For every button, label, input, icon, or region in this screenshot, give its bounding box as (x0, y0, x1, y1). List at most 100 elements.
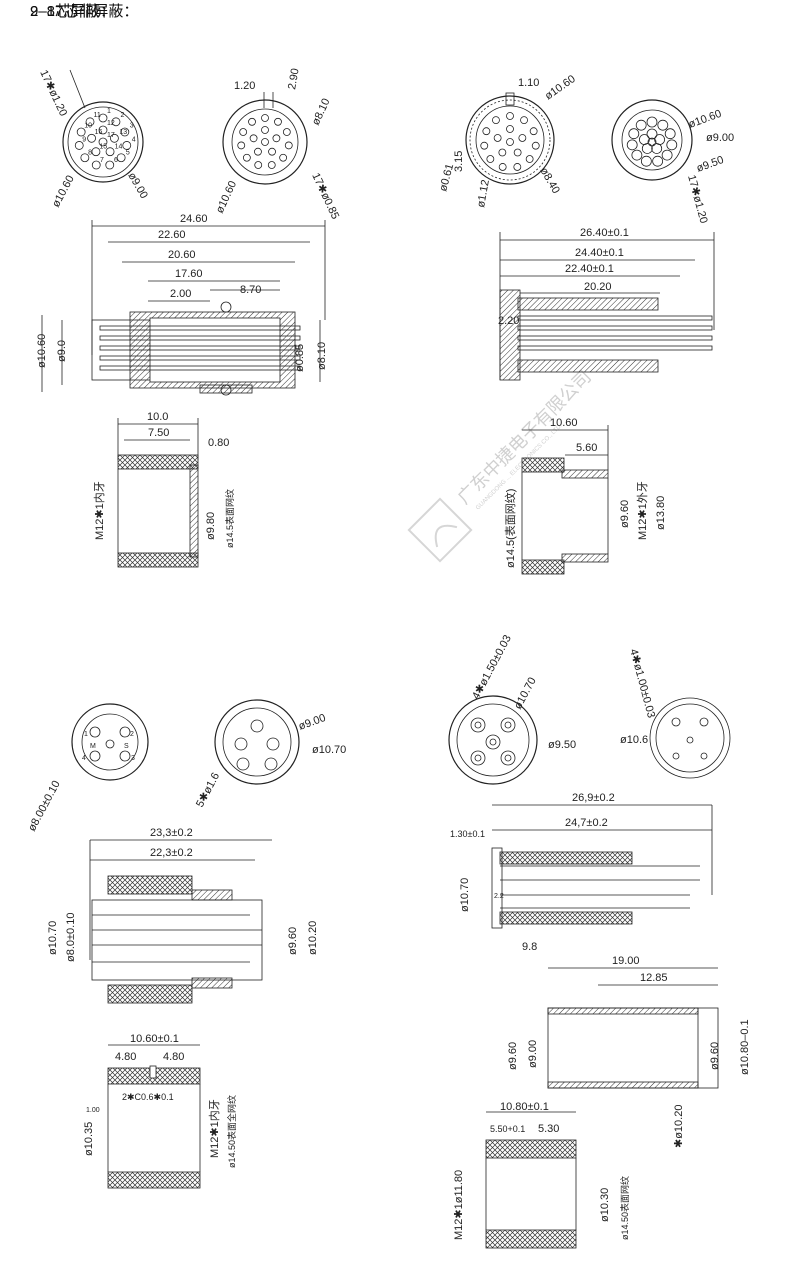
s2an-d1: 1.00 (86, 1107, 100, 1114)
pin-number: 1 (107, 108, 111, 115)
s1bn-l1: 10.60 (550, 417, 578, 429)
s1an-od: ø14.5表面网纹 (224, 489, 235, 548)
s2as-d3: ø9.60 (287, 927, 299, 955)
pin-hole (631, 149, 643, 161)
pin-hole (98, 113, 108, 123)
s2as-d2: ø8.0±0.10 (65, 913, 77, 962)
s2a-lbl-s: S (124, 743, 129, 750)
s2bs-pin: 2.2 (494, 893, 504, 900)
pin-number: 9 (82, 137, 86, 144)
pin-hole (261, 138, 269, 146)
s2-sleeve: 19.00 12.85 ø9.60 ø9.00 ø9.60 ø10.80–0.1… (507, 955, 751, 1148)
s1b-pcd: ø8.10 (310, 97, 333, 128)
s1c-d6: ø8.40 (537, 166, 561, 196)
s1an-len: 10.0 (147, 411, 168, 423)
pin-hole (518, 134, 527, 142)
pin-hole (272, 134, 281, 143)
s2an-w1: 4.80 (115, 1051, 136, 1063)
s2d-d1: ø10.6 (620, 734, 648, 746)
s2-side-view-b: 26,9±0.2 24,7±0.2 1.30±0.1 2.2 ø10.70 9.… (450, 792, 713, 953)
s1a-pcd: ø9.00 (125, 171, 149, 201)
s2-nut-b: 10.80±0.1 5.50+0.1 5.30 M12✱1ø11.80 ø10.… (453, 1101, 630, 1249)
s1as-od: ø10.60 (36, 334, 48, 368)
pin-hole (80, 153, 90, 163)
s2bn-d1: ø10.30 (599, 1188, 611, 1222)
s1bs-l5: 2.20 (498, 315, 519, 327)
s1bs-l1: 26.40±0.1 (580, 227, 629, 239)
pin-hole (91, 147, 101, 157)
pin-hole (74, 141, 84, 150)
s2an-thread: M12✱1内牙 (207, 1099, 221, 1158)
watermark: 广东中捷电子有限公司 GUANGDONG ... ELECTRONICS CO.… (407, 366, 595, 563)
pin-hole (666, 139, 678, 151)
pin-hole (498, 148, 507, 157)
s1c-d5: ø1.12 (475, 179, 492, 209)
pin-hole (520, 116, 528, 125)
s1as-d2: ø9.0 (56, 340, 68, 362)
pin-hole (638, 134, 650, 145)
pin-number: 6 (114, 157, 118, 164)
s1d-d2: ø9.00 (706, 132, 734, 144)
s2bn-l2: 5.50+0.1 (490, 1124, 525, 1134)
pin-number: 16 (95, 129, 103, 136)
pin-hole (105, 160, 115, 170)
s1bn-d4: ø13.80 (655, 496, 667, 530)
pin-hole (116, 153, 126, 163)
s2-face-a: 1 2 3 4 M S ø8.00±0.10 (26, 703, 149, 833)
s2as-od: ø10.70 (47, 921, 59, 955)
pin-hole (498, 163, 507, 171)
s2-face-c: 4✱ø1.50±0.03 ø10.70 ø9.50 (448, 633, 576, 785)
s2as-d4: ø10.20 (307, 921, 319, 955)
s1b-od: ø10.60 (214, 179, 239, 215)
pin-hole (87, 133, 96, 143)
pin-hole (274, 117, 282, 126)
pin-hole (249, 134, 258, 143)
s2bn-l1: 10.80±0.1 (500, 1101, 549, 1113)
s2bn-od: ø14.50表面网纹 (619, 1176, 630, 1240)
pin-number: 11 (93, 112, 100, 119)
s2b-pins: 5✱ø1.6 (194, 771, 222, 810)
s1as-pin: ø0.85 (294, 344, 306, 372)
s2sl-l1: 19.00 (612, 955, 640, 967)
pin-hole (628, 128, 640, 140)
pin-hole (657, 119, 669, 131)
s1bs-l3: 22.40±0.1 (565, 263, 614, 275)
s2b-d2: ø10.70 (312, 744, 346, 756)
s2c-d1: ø10.70 (512, 676, 539, 712)
pin-hole (482, 127, 491, 136)
s1-nut-a: 10.0 7.50 0.80 M12✱1内牙 ø9.80 ø14.5表面网纹 (92, 411, 235, 568)
s2sl-d5: ✱ø10.20 (673, 1105, 685, 1148)
s1as-l5: 8.70 (240, 284, 261, 296)
pin-hole (85, 117, 95, 127)
s1bn-od: ø14.5(表面网纹) (503, 489, 517, 568)
pin-hole (529, 127, 538, 136)
section-title-9-17-pin: 9–17芯非屏蔽： (30, 3, 139, 20)
s1a-pins-label: 17✱ø1.20 (37, 68, 69, 118)
pin-number: 4 (132, 137, 136, 144)
s2a-lbl-2: 2 (130, 731, 134, 738)
pin-hole (248, 117, 256, 126)
s2sl-l2: 12.85 (640, 972, 668, 984)
pin-hole (506, 138, 514, 146)
pin-hole (646, 128, 658, 140)
pin-hole (98, 137, 108, 147)
pin-hole (237, 141, 246, 150)
pin-hole (261, 114, 269, 122)
s2-nut-a: 10.60±0.1 4.80 4.80 1.00 2✱C0.6✱0.1 ø10.… (83, 1033, 237, 1189)
pin-body (517, 315, 713, 321)
s2c-pins: 4✱ø1.50±0.03 (470, 633, 514, 701)
pin-hole (254, 161, 263, 169)
s1b-pins: 17✱ø0.85 (309, 171, 341, 221)
pin-hole (664, 128, 676, 140)
pin-hole (661, 149, 673, 161)
s1-nut-b: 10.60 5.60 ø14.5(表面网纹) ø9.60 M12✱1外牙 ø13… (503, 417, 667, 575)
pin-body (517, 325, 713, 331)
s2bs-l1: 26,9±0.2 (572, 792, 615, 804)
s1b-d1: 1.20 (234, 80, 255, 92)
s1an-t: 0.80 (208, 437, 229, 449)
s1-17pin-face-b: 1.20 2.90 ø8.10 ø10.60 17✱ø0.85 (214, 67, 341, 221)
s2an-chamfer: 2✱C0.6✱0.1 (122, 1092, 174, 1102)
s1an-thread: M12✱1内牙 (92, 481, 106, 540)
pin-hole (651, 143, 663, 154)
